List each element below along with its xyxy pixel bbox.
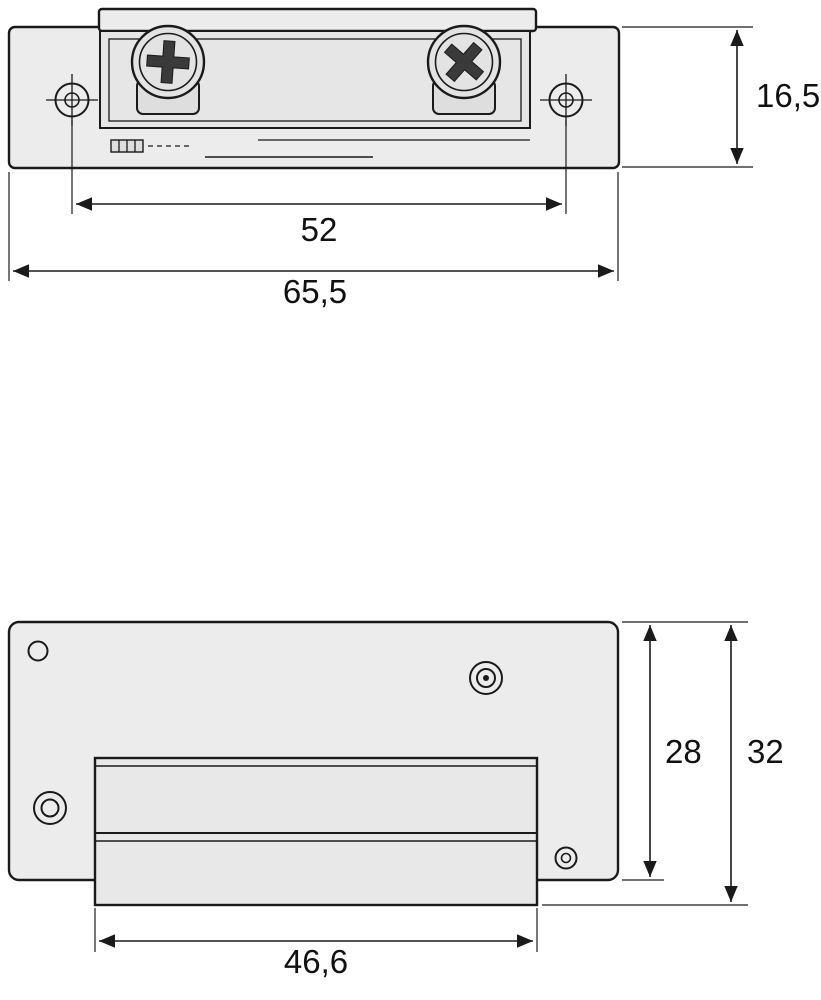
top-view-details xyxy=(110,139,530,158)
dimension-46-6: 46,6 xyxy=(94,908,538,980)
latch-outline xyxy=(93,756,539,907)
hole-inner-circle xyxy=(558,92,574,108)
upper-right-mounting-hole xyxy=(469,661,503,695)
hole-outer-circle xyxy=(33,791,67,825)
dimension-label-hole-spacing: 52 xyxy=(301,211,338,248)
hole-inner-circle xyxy=(64,92,80,108)
lower-right-screw-hole xyxy=(554,846,578,870)
dimension-label-total-width: 65,5 xyxy=(283,273,347,310)
left-screw-chamfer xyxy=(138,32,198,92)
right-adjustment-screw xyxy=(426,24,502,115)
dimension-label-total-height: 32 xyxy=(747,733,784,770)
top-view: 16,5 52 65,5 xyxy=(7,7,820,310)
dimension-65-5: 65,5 xyxy=(8,172,619,310)
front-view: 28 32 46,6 xyxy=(7,620,784,980)
left-adjustment-screw xyxy=(130,24,206,115)
latch-keeper xyxy=(93,756,539,907)
hole-outer-circle xyxy=(554,846,578,870)
dimension-32: 32 xyxy=(542,625,784,906)
hole-outer-circle xyxy=(548,82,584,118)
hole-center-dot xyxy=(483,675,489,681)
hole-outer-circle xyxy=(469,661,503,695)
hole-inner-circle xyxy=(476,668,496,688)
strike-body-inner-outline xyxy=(108,38,522,122)
dimension-label-latch-width: 46,6 xyxy=(284,943,348,980)
dimension-28: 28 xyxy=(622,621,748,881)
dimension-label-height: 16,5 xyxy=(756,77,820,114)
left-mounting-hole-front xyxy=(33,791,67,825)
top-left-screw-hole xyxy=(27,640,49,662)
dimension-label-body-height: 28 xyxy=(665,733,702,770)
dimension-52: 52 xyxy=(71,120,567,248)
right-screw-chamfer xyxy=(434,32,494,92)
hole-inner-circle xyxy=(560,852,572,864)
hole-outer-circle xyxy=(54,82,90,118)
right-phillips-cross-icon xyxy=(443,41,485,83)
hole-inner-circle xyxy=(40,798,60,818)
left-phillips-cross-icon xyxy=(146,40,190,84)
dimension-16-5: 16,5 xyxy=(622,26,820,168)
left-mounting-hole xyxy=(46,74,98,126)
right-mounting-hole xyxy=(540,74,592,126)
